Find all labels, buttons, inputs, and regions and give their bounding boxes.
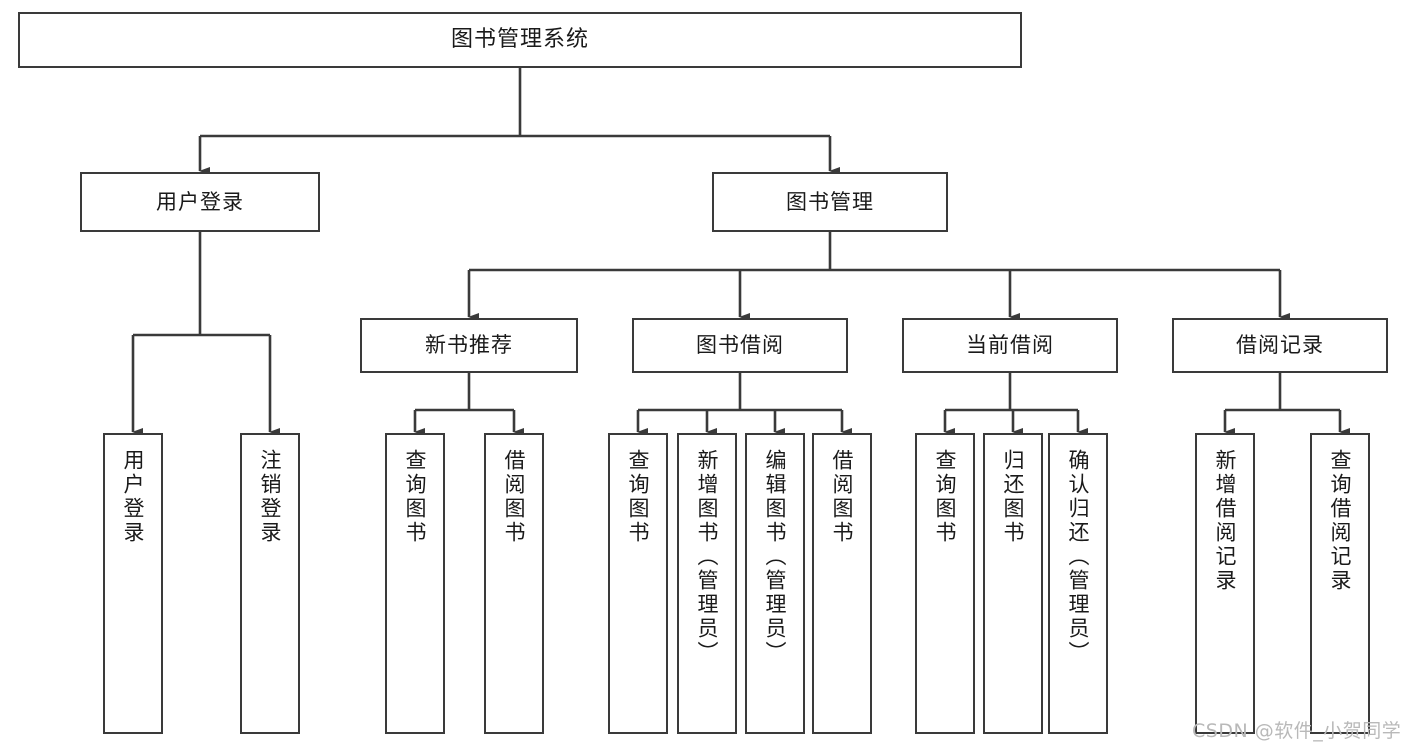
node-label: 新增借阅记录 [1213,449,1238,593]
node-leaf-borrow-lend[interactable]: 借阅图书 [812,433,872,734]
node-new-book-rec[interactable]: 新书推荐 [360,318,578,373]
node-leaf-cur-confirm[interactable]: 确认归还（管理员） [1048,433,1108,734]
node-leaf-rec-search[interactable]: 查询借阅记录 [1310,433,1370,734]
node-label: 当前借阅 [966,333,1054,358]
edge-paths [131,68,1350,436]
node-current-borrow[interactable]: 当前借阅 [902,318,1118,373]
node-leaf-user-logout[interactable]: 注销登录 [240,433,300,734]
node-leaf-rec-add[interactable]: 新增借阅记录 [1195,433,1255,734]
node-label: 注销登录 [258,449,283,545]
node-label: 借阅记录 [1236,333,1324,358]
node-label: 归还图书 [1001,449,1026,545]
node-label: 图书管理系统 [450,27,589,53]
node-label: 新书推荐 [425,333,513,358]
node-label: 确认归还（管理员） [1066,449,1091,665]
node-label: 借阅图书 [502,449,527,545]
node-label: 查询图书 [403,449,428,545]
node-borrow-record[interactable]: 借阅记录 [1172,318,1388,373]
node-label: 图书借阅 [696,333,784,358]
node-leaf-rec-query[interactable]: 查询图书 [385,433,445,734]
node-book-manage[interactable]: 图书管理 [712,172,948,232]
node-leaf-borrow-edit[interactable]: 编辑图书（管理员） [745,433,805,734]
node-label: 用户登录 [156,189,244,214]
node-user-login[interactable]: 用户登录 [80,172,320,232]
node-label: 编辑图书（管理员） [763,449,788,665]
node-label: 查询图书 [626,449,651,545]
node-label: 查询图书 [933,449,958,545]
node-leaf-cur-return[interactable]: 归还图书 [983,433,1043,734]
node-leaf-borrow-query[interactable]: 查询图书 [608,433,668,734]
node-leaf-user-login[interactable]: 用户登录 [103,433,163,734]
node-label: 借阅图书 [830,449,855,545]
node-label: 用户登录 [121,449,146,545]
node-label: 新增图书（管理员） [695,449,720,665]
node-root[interactable]: 图书管理系统 [18,12,1022,68]
node-leaf-borrow-add[interactable]: 新增图书（管理员） [677,433,737,734]
node-label: 查询借阅记录 [1328,449,1353,593]
node-leaf-cur-query[interactable]: 查询图书 [915,433,975,734]
node-book-borrow[interactable]: 图书借阅 [632,318,848,373]
node-leaf-rec-borrow[interactable]: 借阅图书 [484,433,544,734]
node-label: 图书管理 [786,189,874,214]
